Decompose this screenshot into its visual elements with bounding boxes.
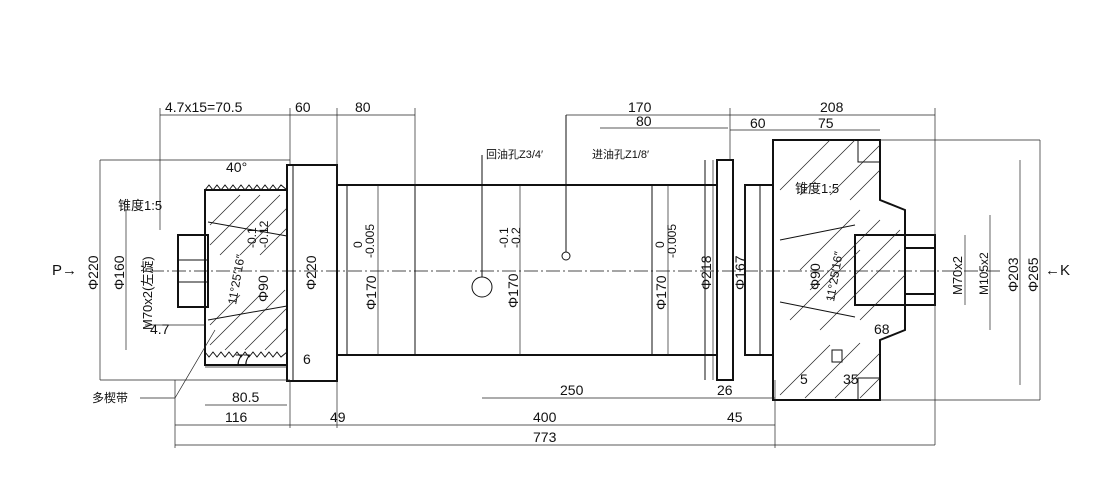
label-oil-return: 回油孔Z3/4′ bbox=[486, 147, 543, 161]
dim-angle-40: 40° bbox=[226, 159, 247, 175]
dimension-lines bbox=[99, 108, 1041, 448]
tol-b-upper: -0.1 bbox=[497, 227, 511, 248]
dim-top-75: 75 bbox=[818, 115, 834, 131]
dia-160: Φ160 bbox=[111, 255, 127, 290]
tol-a-lower: -0.005 bbox=[363, 224, 377, 258]
dim-bottom-400: 400 bbox=[533, 409, 557, 425]
dia-170-b: Φ170 bbox=[505, 273, 521, 308]
dia-220-left: Φ220 bbox=[85, 255, 101, 290]
main-shaft bbox=[336, 115, 718, 380]
dia-m105: M105x2 bbox=[977, 252, 991, 295]
dia-90-right: Φ90 bbox=[807, 263, 823, 290]
dim-top-80: 80 bbox=[355, 99, 371, 115]
dim-bottom-116: 116 bbox=[225, 409, 248, 425]
dim-bottom-250: 250 bbox=[560, 382, 584, 398]
label-oil-inlet: 进油孔Z1/8′ bbox=[592, 147, 649, 161]
label-p-arrow: P→ bbox=[52, 262, 77, 279]
dim-top-60b: 60 bbox=[750, 115, 766, 131]
dia-167: Φ167 bbox=[732, 255, 748, 290]
dim-bottom-6: 6 bbox=[303, 351, 311, 367]
label-multi-wedge: 多楔带 bbox=[92, 391, 128, 405]
dim-left-4-7: 4.7 bbox=[150, 321, 170, 337]
angle-left: 11°25′16″ bbox=[225, 253, 248, 306]
dim-top-60: 60 bbox=[295, 99, 311, 115]
tol-left-upper: -0.1 bbox=[245, 227, 259, 248]
right-housing bbox=[716, 139, 936, 401]
label-taper-right: 锥度1:5 bbox=[795, 181, 839, 196]
dia-203: Φ203 bbox=[1005, 257, 1021, 292]
dia-170-a: Φ170 bbox=[363, 275, 379, 310]
dia-265: Φ265 bbox=[1025, 257, 1041, 292]
dim-top-80b: 80 bbox=[636, 113, 652, 129]
tol-c-upper: 0 bbox=[653, 241, 667, 248]
dim-bottom-773: 773 bbox=[533, 429, 557, 445]
tol-a-upper: 0 bbox=[351, 241, 365, 248]
dim-bottom-49: 49 bbox=[330, 409, 346, 425]
diameter-texts: Φ220 Φ160 M70x2(左旋) Φ90 Φ220 Φ170 Φ170 Φ… bbox=[85, 252, 1041, 330]
dim-top-170: 170 bbox=[628, 99, 652, 115]
dia-170-c: Φ170 bbox=[653, 275, 669, 310]
tol-c-lower: -0.005 bbox=[665, 224, 679, 258]
label-texts: 锥度1:5 锥度1:5 回油孔Z3/4′ 进油孔Z1/8′ 多楔带 P→ ←K bbox=[52, 147, 1070, 405]
dim-bottom-77: 77 bbox=[235, 351, 251, 367]
dim-bottom-5: 5 bbox=[800, 371, 808, 387]
tol-left-lower: -0.12 bbox=[257, 220, 271, 248]
dim-top-taper: 4.7x15=70.5 bbox=[165, 99, 243, 115]
dia-90-left: Φ90 bbox=[255, 275, 271, 302]
dia-m70-left: M70x2(左旋) bbox=[140, 256, 155, 330]
label-taper-left: 锥度1:5 bbox=[118, 198, 162, 213]
dimension-texts: 4.7x15=70.5 60 80 170 208 80 60 75 40° 7… bbox=[150, 99, 890, 445]
label-k-arrow: ←K bbox=[1045, 262, 1070, 279]
dim-bottom-26: 26 bbox=[717, 382, 733, 398]
dim-bottom-80-5: 80.5 bbox=[232, 389, 259, 405]
dim-top-208: 208 bbox=[820, 99, 844, 115]
dia-218: Φ218 bbox=[698, 255, 714, 290]
tol-b-lower: -0.2 bbox=[509, 227, 523, 248]
angle-right: 11°25′16″ bbox=[823, 250, 846, 303]
dia-220-flange: Φ220 bbox=[303, 255, 319, 290]
tolerance-texts: 0 -0.005 -0.1 -0.2 0 -0.005 -0.1 -0.12 bbox=[245, 220, 679, 258]
dim-bottom-45: 45 bbox=[727, 409, 743, 425]
dia-m70-right: M70x2 bbox=[950, 256, 965, 295]
dim-right-68: 68 bbox=[874, 321, 890, 337]
dim-bottom-35: 35 bbox=[843, 371, 859, 387]
